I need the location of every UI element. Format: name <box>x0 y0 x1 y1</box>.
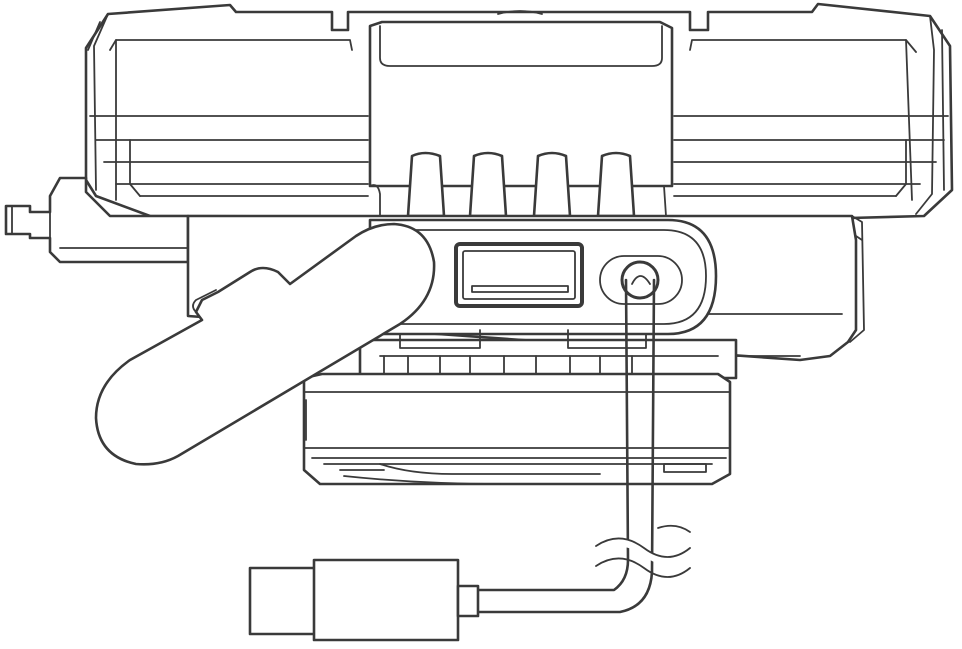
cooling-fins <box>369 151 667 218</box>
round-dc-port <box>599 255 683 305</box>
side-handle <box>94 222 436 466</box>
charging-cable <box>476 275 691 614</box>
usb-a-port <box>454 242 584 308</box>
usb-c-plug <box>248 558 480 642</box>
top-housing <box>84 2 954 220</box>
left-side-connector <box>4 176 190 264</box>
base-plate <box>302 372 732 486</box>
